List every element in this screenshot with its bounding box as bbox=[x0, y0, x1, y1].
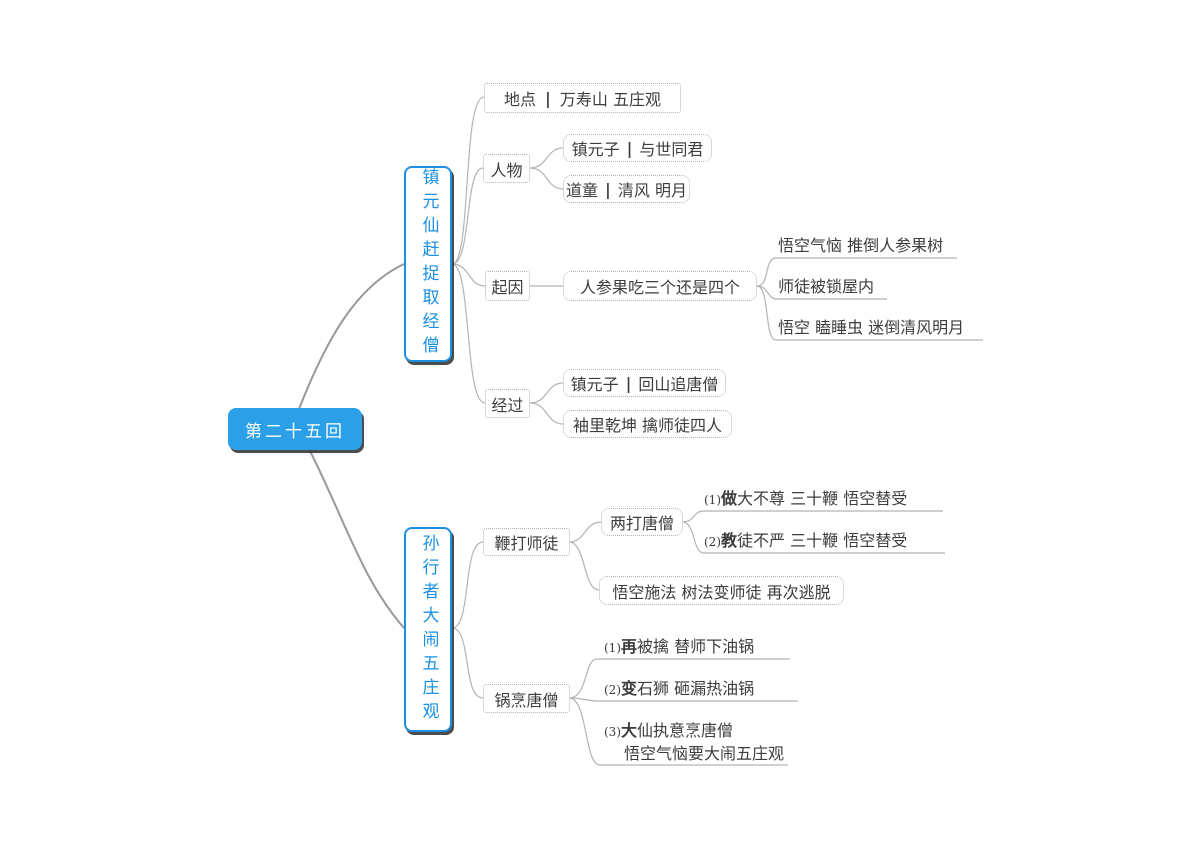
leaf-label: 师徒被锁屋内 bbox=[778, 277, 875, 296]
node-daotong[interactable]: 道童 | 清风 明月 bbox=[563, 175, 690, 203]
leaf-bold-char: 大 bbox=[621, 721, 638, 740]
leaf-number: (1) bbox=[704, 493, 721, 507]
leaf-label: 悟空气恼 推倒人参果树 bbox=[778, 236, 944, 255]
leaf-immortal-insists[interactable]: (3)大仙执意烹唐僧 悟空气恼要大闹五庄观 bbox=[604, 720, 784, 764]
leaf-line1: (3)大仙执意烹唐僧 bbox=[604, 720, 784, 743]
leaf-wukong-tree[interactable]: 悟空气恼 推倒人参果树 bbox=[778, 236, 943, 256]
leaf-rest: 徒不严 三十鞭 悟空替受 bbox=[737, 531, 908, 550]
leaf-rest: 石狮 砸漏热油锅 bbox=[637, 679, 755, 698]
node-characters[interactable]: 人物 bbox=[483, 154, 530, 183]
node-label: 起因 bbox=[491, 278, 524, 297]
connector-characters-daotong bbox=[529, 167, 564, 190]
connector-pot-leaf1 bbox=[568, 658, 790, 699]
leaf-number: (1) bbox=[604, 641, 621, 655]
root-label: 第二十五回 bbox=[245, 421, 345, 442]
connector-whip-escape bbox=[568, 541, 600, 591]
node-value: 清风 明月 bbox=[617, 181, 687, 200]
leaf-recaptured[interactable]: (1)再被擒 替师下油锅 bbox=[604, 637, 754, 658]
root-node[interactable]: 第二十五回 bbox=[228, 408, 362, 450]
connector-branch2-pot bbox=[451, 627, 484, 699]
leaf-rest: 被擒 替师下油锅 bbox=[637, 637, 755, 656]
connector-characters-zhenyuanzi bbox=[529, 147, 564, 169]
node-value: 万寿山 五庄观 bbox=[559, 90, 661, 109]
node-key: 镇元子 bbox=[570, 375, 619, 394]
node-location[interactable]: 地点 | 万寿山 五庄观 bbox=[484, 83, 681, 113]
divider-bar: | bbox=[626, 138, 633, 158]
connector-root-branch1 bbox=[298, 263, 405, 410]
divider-bar: | bbox=[625, 373, 632, 393]
node-value: 回山追唐僧 bbox=[638, 375, 719, 394]
leaf-rest: 大不尊 三十鞭 悟空替受 bbox=[737, 489, 908, 508]
leaf-rest: 仙执意烹唐僧 bbox=[637, 721, 734, 740]
node-process[interactable]: 经过 bbox=[485, 389, 530, 418]
node-zhenyuanzi[interactable]: 镇元子 | 与世同君 bbox=[563, 134, 712, 162]
connector-pot-leaf2 bbox=[568, 697, 798, 702]
node-whip-masters[interactable]: 鞭打师徒 bbox=[483, 528, 570, 556]
connector-branch2-whip bbox=[451, 541, 484, 629]
leaf-bold-char: 做 bbox=[721, 489, 738, 508]
node-label: 人参果吃三个还是四个 bbox=[579, 278, 740, 297]
node-label: 锅烹唐僧 bbox=[494, 690, 559, 710]
connector-fruit-leaf3 bbox=[756, 285, 983, 341]
node-key: 地点 bbox=[504, 90, 537, 109]
node-twice-beaten[interactable]: 两打唐僧 bbox=[601, 508, 683, 536]
leaf-lax-teaching[interactable]: (2)教徒不严 三十鞭 悟空替受 bbox=[704, 531, 907, 552]
connector-twice-leaf2 bbox=[681, 521, 945, 554]
leaf-locked-room[interactable]: 师徒被锁屋内 bbox=[778, 277, 874, 297]
connector-twice-leaf1 bbox=[681, 510, 943, 523]
branch-label: 镇元仙赶捉取经僧 bbox=[418, 168, 439, 360]
sub-connectors bbox=[451, 96, 983, 766]
connector-fruit-leaf1 bbox=[756, 257, 957, 287]
node-label: 两打唐僧 bbox=[609, 514, 674, 533]
leaf-line2: 悟空气恼要大闹五庄观 bbox=[624, 744, 785, 763]
leaf-number: (2) bbox=[704, 535, 721, 549]
connector-pot-leaf3 bbox=[568, 697, 788, 766]
branch-label: 孙行者大闹五庄观 bbox=[418, 533, 439, 726]
leaf-number: (2) bbox=[604, 683, 621, 697]
connector-process-sleeve bbox=[529, 402, 564, 425]
node-chase-monk[interactable]: 镇元子 | 回山追唐僧 bbox=[563, 369, 726, 397]
node-sleeve-capture[interactable]: 袖里乾坤 擒师徒四人 bbox=[563, 410, 732, 438]
node-label: 经过 bbox=[491, 395, 524, 415]
leaf-disrespect[interactable]: (1)做大不尊 三十鞭 悟空替受 bbox=[704, 489, 907, 510]
branch-node-zhenyuan[interactable]: 镇元仙赶捉取经僧 bbox=[404, 166, 452, 362]
leaf-bold-char: 再 bbox=[621, 637, 638, 656]
connector-branch1-characters bbox=[451, 167, 484, 265]
node-label: 袖里乾坤 擒师徒四人 bbox=[572, 416, 723, 435]
connector-root-branch2 bbox=[308, 448, 405, 629]
leaf-bold-char: 变 bbox=[621, 679, 638, 698]
divider-bar: | bbox=[545, 88, 551, 108]
leaf-stone-lion[interactable]: (2)变石狮 砸漏热油锅 bbox=[604, 679, 754, 700]
node-tree-trick-escape[interactable]: 悟空施法 树法变师徒 再次逃脱 bbox=[599, 576, 844, 605]
node-cause[interactable]: 起因 bbox=[485, 271, 530, 301]
leaf-label: 悟空 瞌睡虫 迷倒清风明月 bbox=[778, 318, 965, 337]
leaf-sleep-bug[interactable]: 悟空 瞌睡虫 迷倒清风明月 bbox=[778, 318, 964, 338]
node-key: 镇元子 bbox=[571, 140, 620, 159]
connector-process-chase bbox=[529, 382, 564, 404]
node-key: 道童 bbox=[566, 181, 599, 200]
root-connectors bbox=[298, 263, 405, 629]
branch-node-sunxingzhe[interactable]: 孙行者大闹五庄观 bbox=[404, 527, 452, 732]
divider-bar: | bbox=[605, 179, 611, 199]
node-label: 悟空施法 树法变师徒 再次逃脱 bbox=[612, 582, 831, 602]
connector-whip-twice bbox=[568, 521, 602, 543]
connector-branch1-process bbox=[451, 263, 486, 404]
node-ginseng-fruit[interactable]: 人参果吃三个还是四个 bbox=[563, 271, 757, 301]
node-value: 与世同君 bbox=[639, 140, 704, 159]
node-label: 鞭打师徒 bbox=[494, 534, 559, 553]
node-pot-cooking[interactable]: 锅烹唐僧 bbox=[483, 684, 570, 713]
node-label: 人物 bbox=[490, 160, 523, 180]
connector-branch1-location bbox=[451, 96, 485, 265]
leaf-bold-char: 教 bbox=[721, 531, 738, 550]
connector-branch1-cause bbox=[451, 263, 486, 287]
leaf-number: (3) bbox=[604, 725, 621, 739]
